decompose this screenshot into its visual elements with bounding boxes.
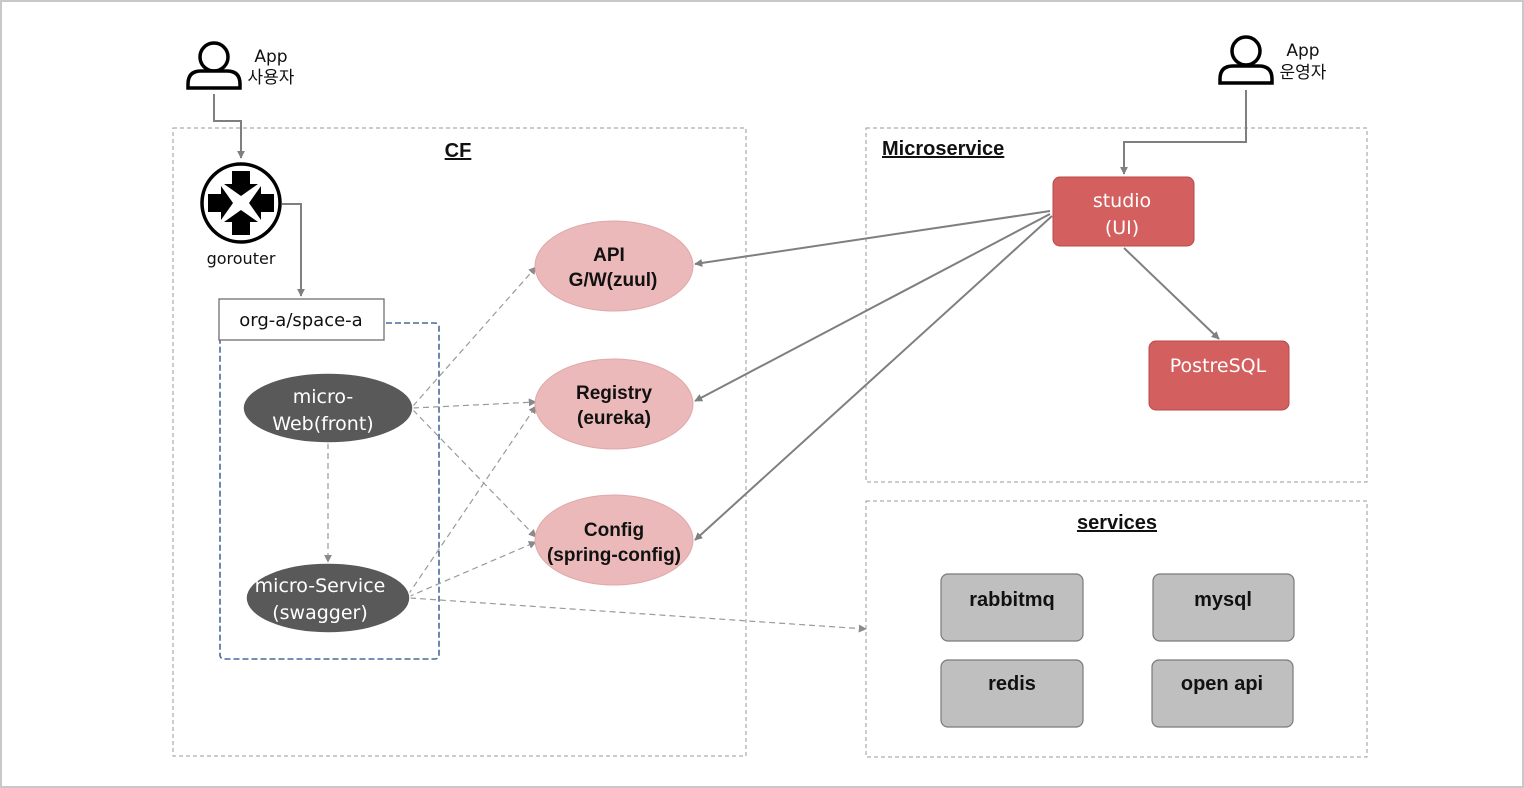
api-gateway-label-line1: API [593,245,625,266]
redis-node[interactable]: redis [940,659,1084,728]
rabbitmq-label: rabbitmq [969,589,1055,611]
micro-web-label-line1: micro- [293,386,353,408]
microservice-group [865,127,1368,483]
app-operator-label-line1: App [1286,41,1319,61]
micro-web-node[interactable]: micro- Web(front) [242,372,414,444]
config-label-line1: Config [584,520,644,541]
gorouter-label: gorouter [207,249,276,268]
micro-service-label-line2: (swagger) [272,602,368,624]
cf-title: CF [445,140,472,162]
space-label: org-a/space-a [239,310,362,331]
services-title: services [1077,512,1157,534]
cf-group [172,127,747,757]
api-gateway-label-line2: G/W(zuul) [569,270,658,291]
registry-node[interactable]: Registry (eureka) [534,358,694,450]
mysql-label: mysql [1194,589,1252,611]
router-icon [200,162,282,244]
redis-label: redis [988,673,1036,695]
postgres-node[interactable]: PostreSQL [1148,340,1290,411]
edge-studio-to-api [694,210,1051,267]
app-user-label-line2: 사용자 [248,68,295,88]
mysql-node[interactable]: mysql [1152,573,1295,642]
open-api-node[interactable]: open api [1151,659,1294,728]
edge-studio-to-registry [694,213,1051,402]
micro-web-label-line2: Web(front) [272,413,373,435]
config-label-line2: (spring-config) [547,545,681,566]
studio-label-line1: studio [1093,190,1151,212]
edge-web-to-api [412,266,537,407]
edge-studio-to-postgres [1123,247,1220,340]
edge-service-to-config [407,541,537,598]
registry-label-line1: Registry [576,383,652,404]
rabbitmq-node[interactable]: rabbitmq [940,573,1084,642]
micro-service-label-line1: micro-Service [255,575,386,597]
micro-service-node[interactable]: micro-Service (swagger) [245,562,411,634]
app-user-label-line1: App [254,47,287,67]
studio-node[interactable]: studio (UI) [1052,176,1195,247]
registry-label-line2: (eureka) [577,408,651,429]
space-container [219,322,440,660]
studio-label-line2: (UI) [1105,217,1139,239]
postgres-label: PostreSQL [1170,355,1267,377]
api-gateway-node[interactable]: API G/W(zuul) [534,220,694,312]
edge-web-to-registry [412,398,537,409]
app-user-icon [186,41,242,90]
edge-service-to-registry [407,405,537,596]
edge-gorouter-to-space [282,203,305,297]
app-operator-label-line2: 운영자 [1280,63,1327,83]
edge-operator-to-studio [1120,90,1247,175]
microservice-title: Microservice [882,138,1004,160]
open-api-label: open api [1181,673,1263,695]
edge-user-to-gorouter [213,94,245,159]
edge-service-to-services [409,597,867,633]
app-operator-icon [1218,35,1274,85]
space-label-box [218,298,385,341]
config-node[interactable]: Config (spring-config) [534,494,694,586]
edge-studio-to-config [694,215,1053,541]
